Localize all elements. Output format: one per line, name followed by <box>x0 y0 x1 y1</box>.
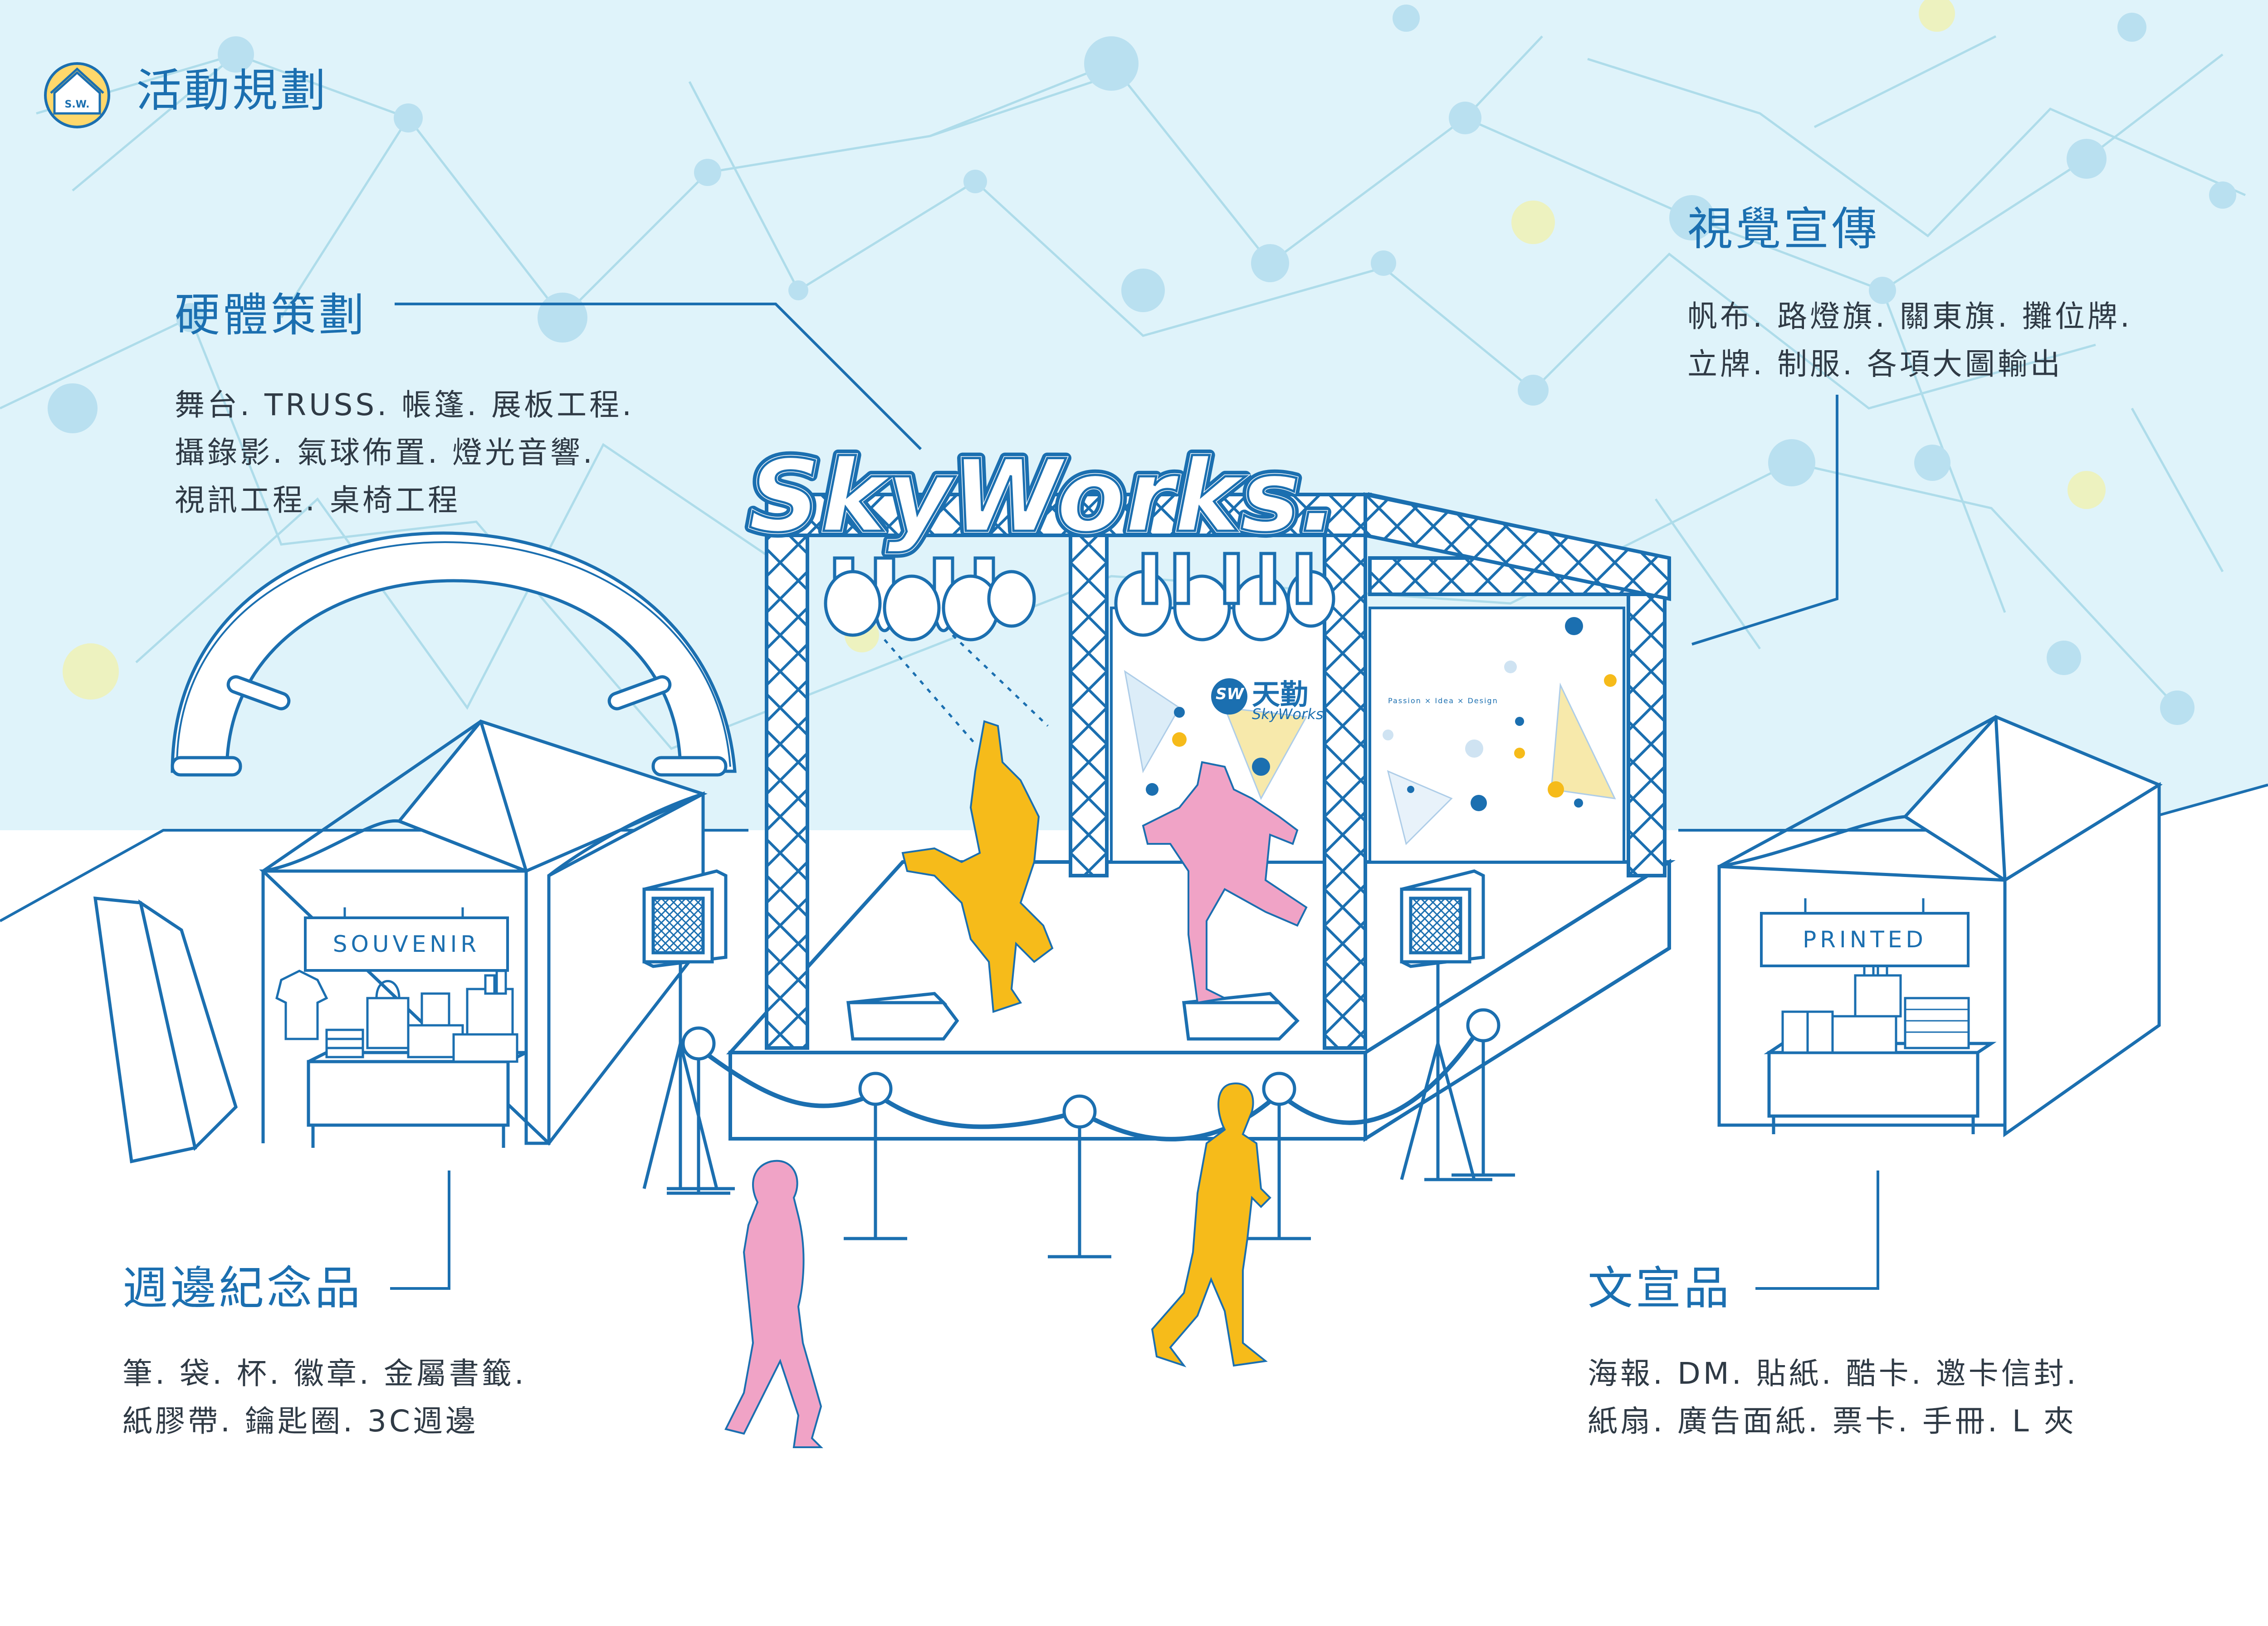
section-title-hardware-text: 硬體策劃 <box>175 289 367 342</box>
souvenir-line: 筆. 袋. 杯. 徽章. 金屬書籤. <box>122 1356 527 1391</box>
hardware-line: 舞台. TRUSS. 帳篷. 展板工程. <box>175 387 635 422</box>
truss-structure <box>765 492 1671 1050</box>
visual-line: 立牌. 制服. 各項大圖輸出 <box>1687 347 2063 382</box>
section-title-printed: 文宣品 <box>1588 1243 1732 1329</box>
stage-sign-logo: SkyWorks. SkyWorks. SkyWorks. <box>743 433 1343 560</box>
booth-right-sign: PRINTED <box>1760 912 1970 967</box>
performer-pink-dancer <box>1142 761 1308 1004</box>
stage-screen <box>1110 607 1625 863</box>
section-body-souvenir: 筆. 袋. 杯. 徽章. 金屬書籤. 紙膠帶. 鑰匙圈. 3C週邊 <box>122 1350 527 1445</box>
booth-left-sign: SOUVENIR <box>304 916 509 972</box>
network-nodes <box>48 5 2236 725</box>
printed-line: 海報. DM. 貼紙. 酷卡. 邀卡信封. <box>1588 1356 2079 1391</box>
audience-yellow-walker <box>1151 1082 1271 1367</box>
section-body-printed: 海報. DM. 貼紙. 酷卡. 邀卡信封. 紙扇. 廣告面紙. 票卡. 手冊. … <box>1588 1350 2079 1445</box>
section-body-visual: 帆布. 路燈旗. 關東旗. 攤位牌. 立牌. 制服. 各項大圖輸出 <box>1687 293 2132 388</box>
screen-slogan: Passion × Idea × Design <box>1388 696 1498 705</box>
brand-badge-icon <box>44 62 110 128</box>
visual-line: 帆布. 路燈旗. 關東旗. 攤位牌. <box>1687 299 2132 334</box>
souvenir-line: 紙膠帶. 鑰匙圈. 3C週邊 <box>122 1404 478 1439</box>
section-title-visual: 視覺宣傳 <box>1687 184 1880 270</box>
stage-sign-text: SkyWorks. <box>748 438 1338 554</box>
hardware-line: 攝錄影. 氣球佈置. 燈光音響. <box>175 435 595 470</box>
section-title-printed-text: 文宣品 <box>1588 1262 1732 1315</box>
performer-yellow-breakdancer <box>901 720 1054 1013</box>
rope-barrier <box>697 1028 1481 1141</box>
speaker-left <box>642 869 735 1190</box>
page-title: 活動規劃 <box>136 64 328 117</box>
screen-logo-cn: 天勤 <box>1252 678 1309 711</box>
stage-sign-text: SkyWorks. <box>748 438 1338 554</box>
section-title-hardware: 硬體策劃 <box>175 270 367 356</box>
light-beams <box>884 634 1049 745</box>
screen-logo-en: SkyWorks. <box>1252 705 1328 723</box>
section-title-souvenir-text: 週邊紀念品 <box>122 1262 363 1315</box>
printed-line: 紙扇. 廣告面紙. 票卡. 手冊. L 夾 <box>1588 1404 2077 1439</box>
section-body-hardware: 舞台. TRUSS. 帳篷. 展板工程. 攝錄影. 氣球佈置. 燈光音響. 視訊… <box>175 381 634 524</box>
section-title-souvenir: 週邊紀念品 <box>122 1243 363 1329</box>
stand-board-left <box>93 896 238 1164</box>
balloon-arch <box>171 531 737 777</box>
stage-sign-text: SkyWorks. <box>748 438 1338 554</box>
screen-logo-mark <box>1211 678 1247 715</box>
section-title-visual-text: 視覺宣傳 <box>1687 202 1880 255</box>
audience-pink-walker <box>724 1160 823 1448</box>
rope-stanchions <box>667 1008 1515 1259</box>
callout-lines <box>390 303 1879 1290</box>
screen-logo-mark-text: SW <box>1216 685 1244 703</box>
brand-badge-text: S.W. <box>64 99 90 110</box>
hardware-line: 視訊工程. 桌椅工程 <box>175 483 460 518</box>
stage-lights <box>824 552 1335 642</box>
speaker-right <box>1400 869 1492 1181</box>
